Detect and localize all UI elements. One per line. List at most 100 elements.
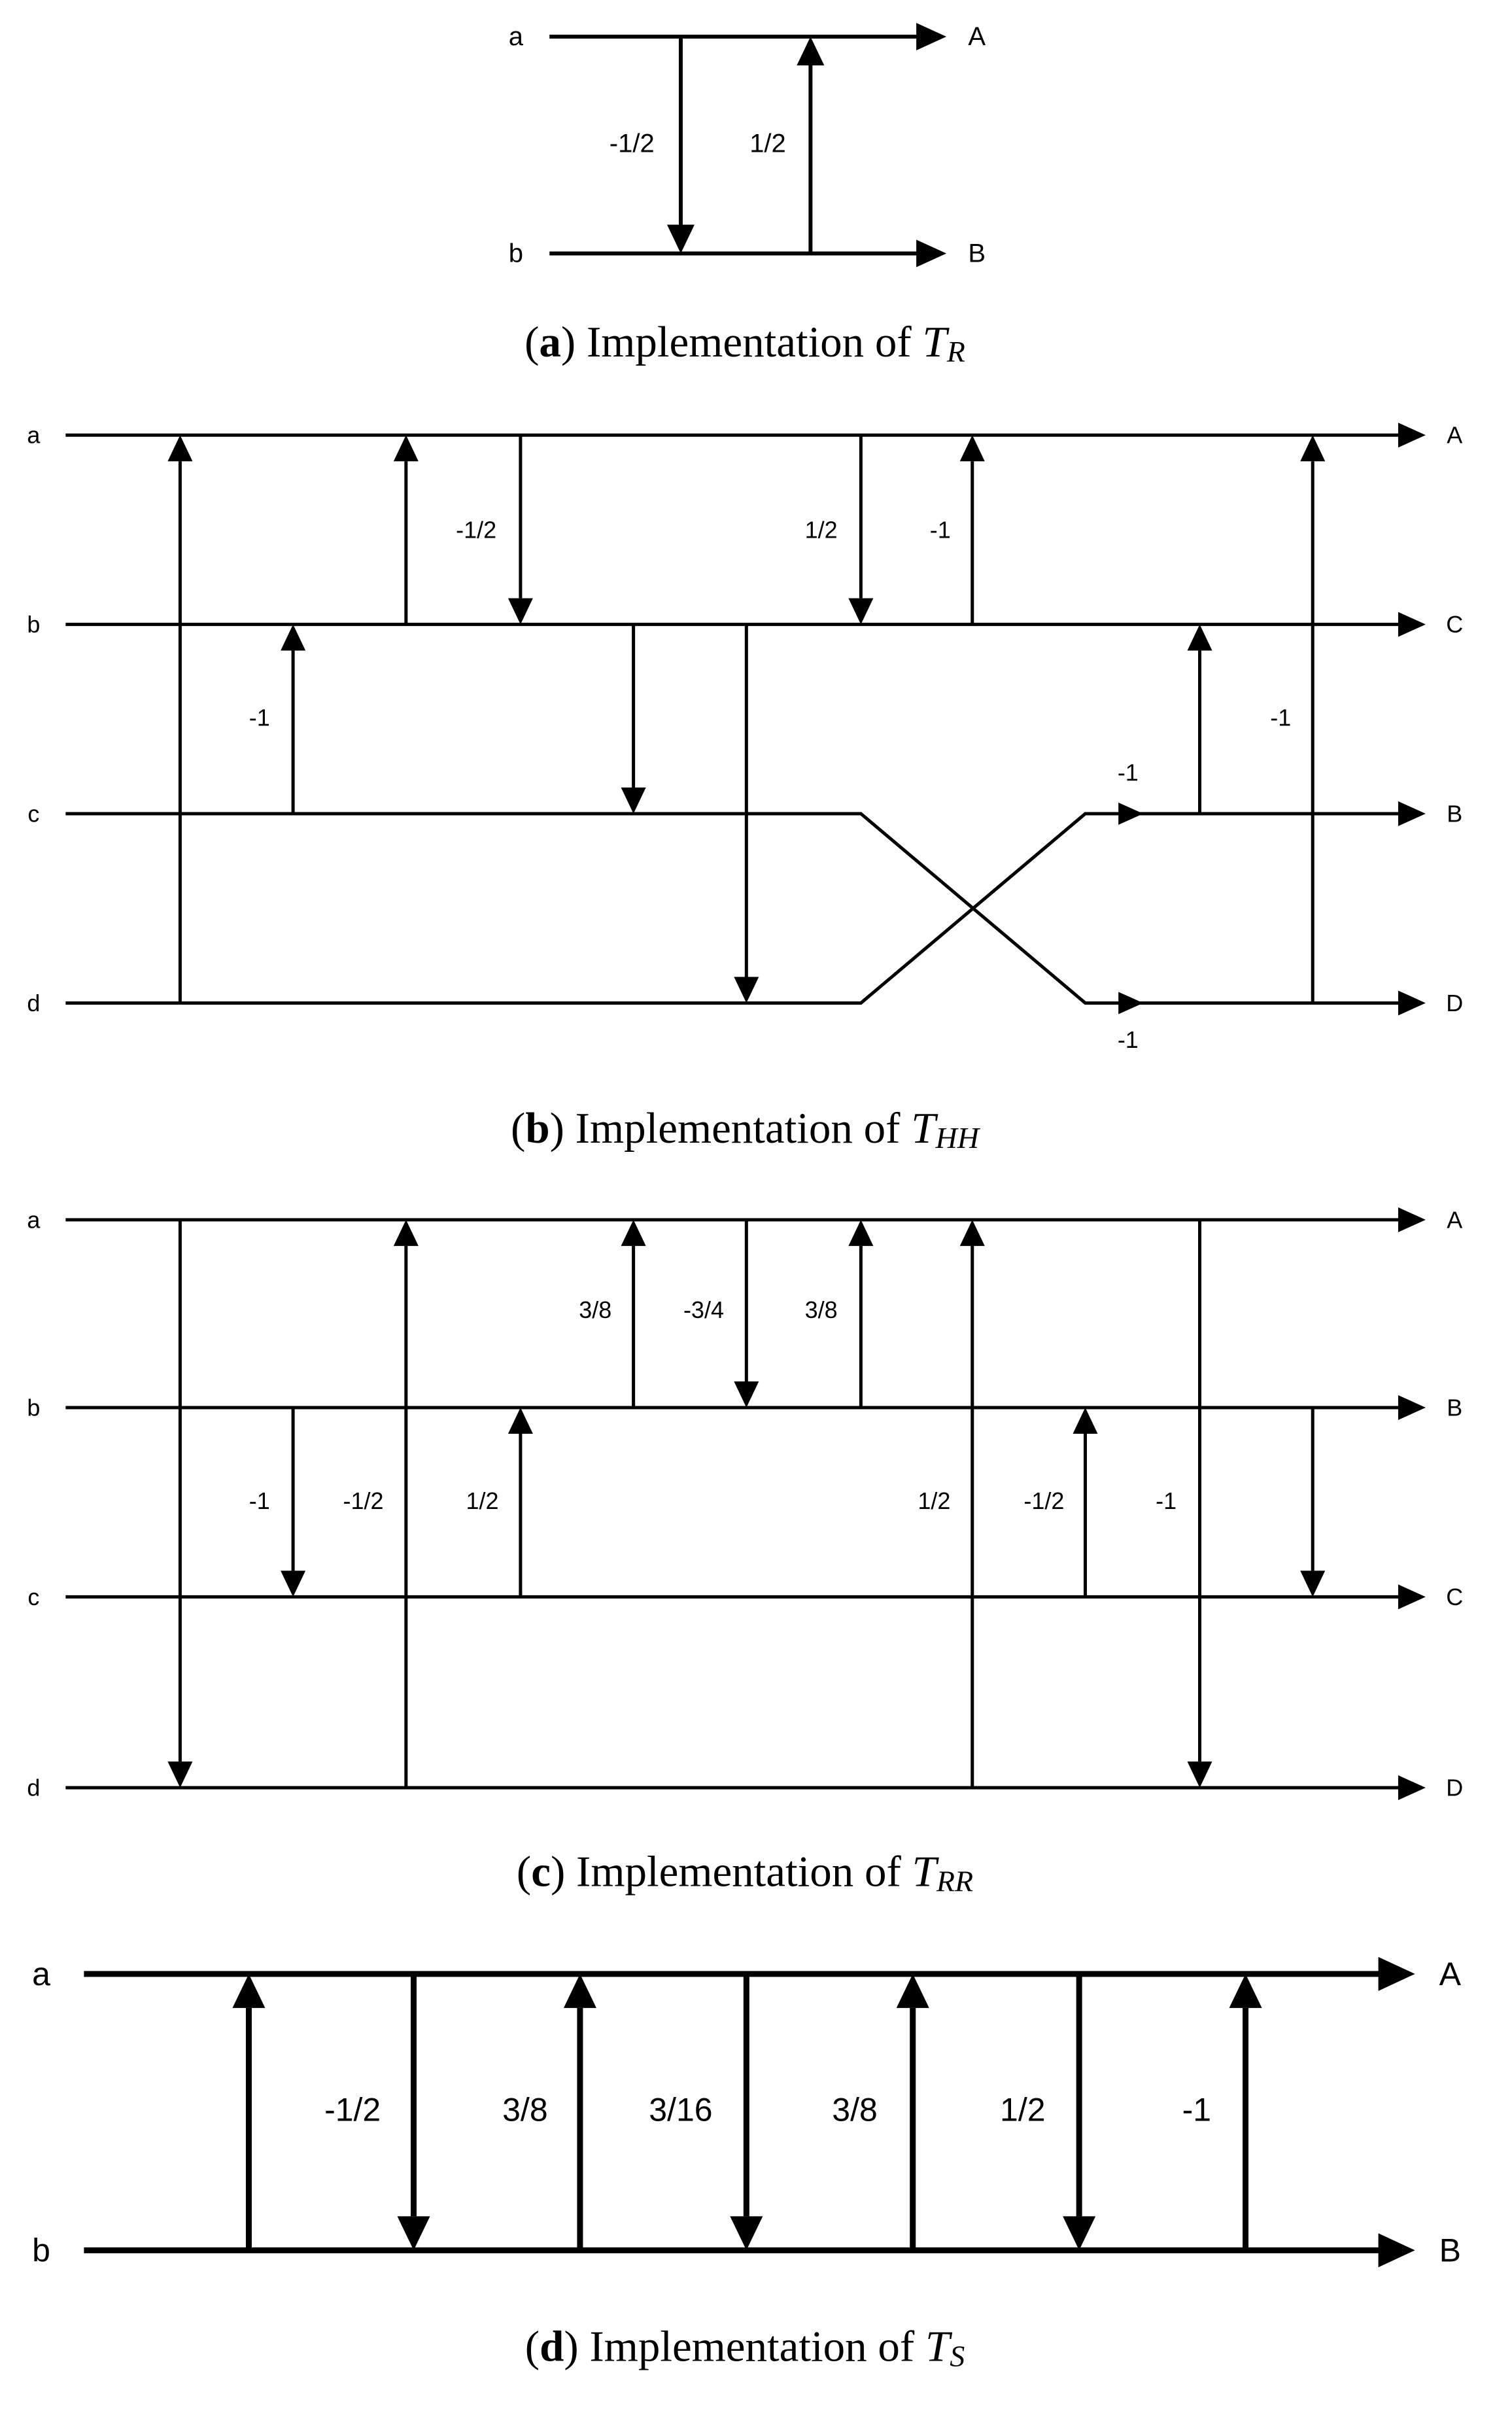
caption-symbol: T bbox=[923, 318, 950, 366]
panel-c-coupling-label: -1/2 bbox=[343, 1487, 383, 1514]
panel-d-output-B: B bbox=[1439, 2232, 1461, 2268]
panel-c-output-arrowhead bbox=[1398, 1584, 1426, 1610]
panel-d-coupling-label: 3/8 bbox=[832, 2092, 878, 2128]
panel-b-output-arrowhead bbox=[1398, 990, 1426, 1016]
panel-c-coupling-label: -1 bbox=[249, 1487, 270, 1514]
panel-b-coupling-arrowhead bbox=[848, 598, 874, 625]
panel-b-inline-arrowhead bbox=[1118, 803, 1144, 825]
panel-b-wire-c bbox=[65, 812, 1400, 1005]
panel-c-coupling-arrowhead bbox=[507, 1407, 533, 1434]
caption-tag: a bbox=[539, 318, 561, 366]
panel-d-coupling-arrowhead bbox=[1063, 2216, 1096, 2251]
panel-b-coupling-arrowhead bbox=[734, 977, 759, 1003]
panel-b-cross-label: -1 bbox=[1118, 759, 1139, 786]
panel-d-coupling-arrowhead bbox=[232, 1973, 266, 2008]
panel-c-input-d: d bbox=[27, 1775, 40, 1801]
panel-b-output-arrowhead bbox=[1398, 612, 1426, 637]
caption-subscript: RR bbox=[936, 1864, 973, 1898]
caption-symbol: T bbox=[912, 1847, 940, 1896]
caption-tag: d bbox=[540, 2322, 564, 2370]
panel-c-coupling-label: -1 bbox=[1156, 1487, 1177, 1514]
panel-b-coupling-arrowhead bbox=[393, 435, 419, 462]
panel-b-output-A: A bbox=[1447, 422, 1462, 449]
caption-subscript: HH bbox=[935, 1120, 980, 1154]
caption-tag: c bbox=[531, 1847, 551, 1896]
panel-c-coupling-arrowhead bbox=[1073, 1407, 1098, 1434]
panel-d-output-arrowhead bbox=[1378, 1956, 1415, 1991]
panel-c-coupling-label: 1/2 bbox=[918, 1487, 950, 1514]
panel-c-caption: (c) Implementation of TRR bbox=[517, 1847, 973, 1898]
panel-a-caption: (a) Implementation of TR bbox=[524, 318, 965, 368]
panel-c-output-arrowhead bbox=[1398, 1207, 1426, 1232]
panel-c-coupling-label: 3/8 bbox=[579, 1296, 611, 1323]
panel-d-coupling-label: -1/2 bbox=[324, 2092, 381, 2128]
panel-b-wire-d bbox=[65, 812, 1400, 1005]
panel-c-output-arrowhead bbox=[1398, 1395, 1426, 1420]
caption-subscript: S bbox=[950, 2339, 965, 2372]
panel-a-output-A: A bbox=[968, 22, 986, 51]
panel-b-output-arrowhead bbox=[1398, 423, 1426, 448]
panel-d-output-arrowhead bbox=[1378, 2233, 1415, 2268]
panel-d-coupling-label: 3/8 bbox=[502, 2092, 548, 2128]
panel-b-output-C: C bbox=[1446, 611, 1463, 638]
panel-d-caption: (d) Implementation of TS bbox=[525, 2322, 965, 2372]
panel-a-output-arrowhead bbox=[916, 23, 947, 51]
panel-b-coupling-arrowhead bbox=[167, 435, 193, 462]
panel-b-coupling-arrowhead bbox=[621, 788, 646, 814]
panel-d-coupling-arrowhead bbox=[730, 2216, 763, 2251]
panel-b-output-arrowhead bbox=[1398, 801, 1426, 827]
panel-c-coupling-arrowhead bbox=[393, 1219, 419, 1246]
panel-c-coupling-arrowhead bbox=[1187, 1761, 1212, 1788]
panel-c-coupling-arrowhead bbox=[167, 1761, 193, 1788]
panel-c-coupling-arrowhead bbox=[1300, 1570, 1326, 1597]
panel-c-input-b: b bbox=[27, 1394, 40, 1421]
panel-c-coupling-label: -1/2 bbox=[1023, 1487, 1064, 1514]
caption-symbol: T bbox=[911, 1104, 938, 1153]
panel-b-input-a: a bbox=[27, 422, 41, 449]
panel-b-output-D: D bbox=[1446, 990, 1463, 1016]
panel-d-output-A: A bbox=[1439, 1956, 1462, 1992]
panel-c-output-B: B bbox=[1447, 1394, 1462, 1421]
panel-c-coupling-arrowhead bbox=[734, 1381, 759, 1408]
panel-c-output-D: D bbox=[1446, 1775, 1463, 1801]
panel-d-coupling-arrowhead bbox=[563, 1973, 596, 2008]
panel-a-output-B: B bbox=[968, 239, 986, 268]
panel-b-coupling-label: 1/2 bbox=[805, 516, 838, 543]
panel-d-coupling-arrowhead bbox=[1229, 1973, 1262, 2008]
panel-c-coupling-label: 1/2 bbox=[466, 1487, 499, 1514]
panel-d-coupling-label: -1 bbox=[1182, 2092, 1211, 2128]
panel-d-coupling-label: 3/16 bbox=[649, 2092, 712, 2128]
panel-a-coupling-label: 1/2 bbox=[749, 129, 786, 158]
panel-a-coupling-label: -1/2 bbox=[610, 129, 655, 158]
panel-c-coupling-arrowhead bbox=[959, 1219, 985, 1246]
panel-b-coupling-arrowhead bbox=[507, 598, 533, 625]
panel-b-coupling-arrowhead bbox=[281, 624, 306, 651]
panel-b-coupling-label: -1/2 bbox=[456, 516, 496, 543]
panel-b-coupling-label: -1 bbox=[249, 704, 270, 731]
panel-a-coupling-arrowhead bbox=[797, 37, 825, 66]
panel-b-caption: (b) Implementation of THH bbox=[511, 1104, 981, 1154]
panel-b-coupling-arrowhead bbox=[1187, 624, 1212, 651]
panel-c-coupling-label: -3/4 bbox=[683, 1296, 724, 1323]
panel-a-output-arrowhead bbox=[916, 239, 947, 268]
panel-b-input-d: d bbox=[27, 990, 40, 1016]
panel-b-input-c: c bbox=[27, 801, 39, 827]
panel-d-input-b: b bbox=[32, 2232, 50, 2268]
panel-b-coupling-arrowhead bbox=[959, 435, 985, 462]
panel-d-input-a: a bbox=[32, 1956, 50, 1992]
panel-c-input-c: c bbox=[27, 1584, 39, 1610]
panel-b-cross-label: -1 bbox=[1118, 1026, 1139, 1053]
caption-symbol: T bbox=[925, 2322, 953, 2370]
caption-tag: b bbox=[525, 1104, 549, 1153]
panel-b-inline-arrowhead bbox=[1118, 992, 1144, 1014]
panel-d-coupling-arrowhead bbox=[397, 2216, 430, 2251]
panel-b-output-B: B bbox=[1447, 801, 1462, 827]
panel-c-output-C: C bbox=[1446, 1584, 1463, 1610]
panel-b-coupling-label: -1 bbox=[1270, 704, 1291, 731]
caption-subscript: R bbox=[946, 334, 965, 368]
panel-b-input-b: b bbox=[27, 611, 40, 638]
panel-c-coupling-arrowhead bbox=[621, 1219, 646, 1246]
panel-c-input-a: a bbox=[27, 1206, 41, 1233]
panel-c-output-arrowhead bbox=[1398, 1775, 1426, 1801]
panel-a-input-b: b bbox=[509, 239, 523, 268]
